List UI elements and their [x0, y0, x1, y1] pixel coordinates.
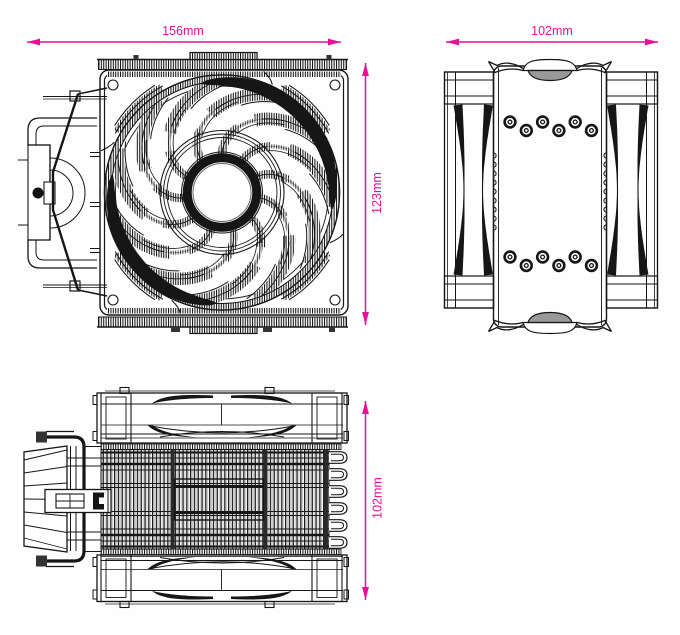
svg-text:156mm: 156mm [162, 24, 204, 38]
svg-text:102mm: 102mm [531, 24, 573, 38]
svg-text:102mm: 102mm [371, 477, 385, 519]
svg-text:123mm: 123mm [370, 172, 384, 214]
